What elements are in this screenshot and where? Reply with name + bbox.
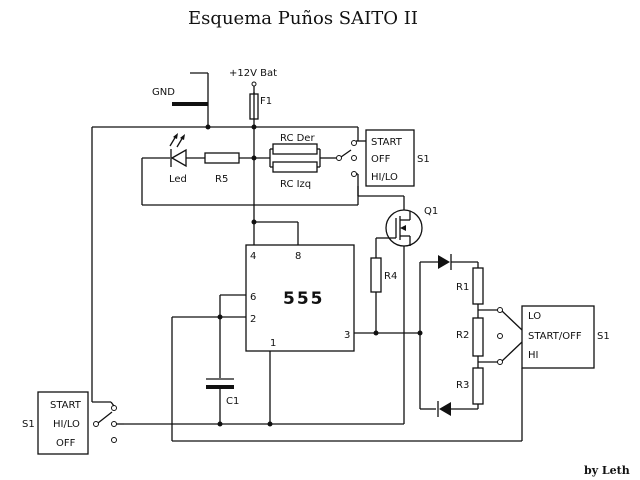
- switch-top-box: [365, 129, 415, 187]
- switch-right-label: S1: [597, 331, 610, 342]
- diode-bottom: [420, 401, 478, 417]
- fuse-f1: F1: [249, 92, 272, 121]
- r4-label: R4: [384, 271, 397, 282]
- switch-top-pos-start: START: [371, 137, 403, 148]
- ic-555: 555 4 8 6 2 1 3: [245, 244, 355, 352]
- r3-label: R3: [456, 380, 469, 391]
- vbat-label: +12V Bat: [229, 68, 277, 79]
- pin4-label: 4: [250, 251, 256, 262]
- resistor-r2: R2: [456, 317, 484, 357]
- switch-left-pos-start: START: [50, 400, 82, 411]
- resistor-r3: R3: [456, 367, 484, 405]
- pin8-label: 8: [295, 251, 301, 262]
- junction-dot: [267, 421, 273, 427]
- pin1-label: 1: [270, 338, 276, 349]
- pin6-label: 6: [250, 292, 256, 303]
- gnd-label: GND: [152, 87, 175, 98]
- switch-right-box: [521, 305, 595, 369]
- f1-label: F1: [260, 96, 272, 107]
- switch-top-label: S1: [417, 154, 430, 165]
- switch-right-pos-startoff: START/OFF: [528, 331, 582, 342]
- capacitor-c1: C1: [206, 378, 239, 424]
- heater-rc-izq: RC Izq: [270, 149, 321, 190]
- switch-top-pos-off: OFF: [371, 154, 391, 165]
- mosfet-q1: Q1: [380, 206, 438, 247]
- r1-label: R1: [456, 282, 469, 293]
- switch-left-box: [37, 391, 89, 455]
- switch-right-pos-lo: LO: [528, 311, 541, 322]
- ic-label: 555: [283, 289, 325, 309]
- resistor-r4: R4: [370, 257, 397, 293]
- r2-label: R2: [456, 330, 469, 341]
- author-signature: by Leth: [584, 464, 630, 477]
- resistor-r5: R5: [204, 152, 240, 185]
- switch-top-pos-hilo: HI/LO: [371, 172, 398, 183]
- junction-dot: [217, 421, 223, 427]
- q1-label: Q1: [424, 206, 438, 217]
- led-symbol: Led: [142, 133, 205, 185]
- junction-dot: [205, 124, 211, 130]
- led-label: Led: [169, 174, 187, 185]
- pin2-label: 2: [250, 314, 256, 325]
- gnd-terminal: GND: [152, 72, 209, 127]
- switch-left-pos-off: OFF: [56, 438, 76, 449]
- switch-left-pos-hilo: HI/LO: [53, 419, 80, 430]
- switch-s1-top[interactable]: START OFF HI/LO S1: [336, 129, 430, 205]
- rc-der-label: RC Der: [280, 133, 315, 144]
- battery-terminal: +12V Bat: [229, 68, 277, 94]
- diode-top: [420, 254, 478, 270]
- r5-label: R5: [215, 174, 228, 185]
- junction-dot: [373, 330, 379, 336]
- diagram-title: Esquema Puños SAITO II: [188, 8, 418, 29]
- switch-s1-right[interactable]: LO START/OFF HI S1: [478, 305, 610, 369]
- switch-left-label: S1: [22, 419, 35, 430]
- rc-izq-label: RC Izq: [280, 179, 311, 190]
- switch-s1-left[interactable]: START HI/LO OFF S1: [22, 391, 124, 455]
- resistor-r1: R1: [456, 267, 484, 305]
- switch-right-pos-hi: HI: [528, 350, 538, 361]
- pin3-label: 3: [344, 330, 350, 341]
- c1-label: C1: [226, 396, 239, 407]
- junction-dot: [217, 314, 223, 320]
